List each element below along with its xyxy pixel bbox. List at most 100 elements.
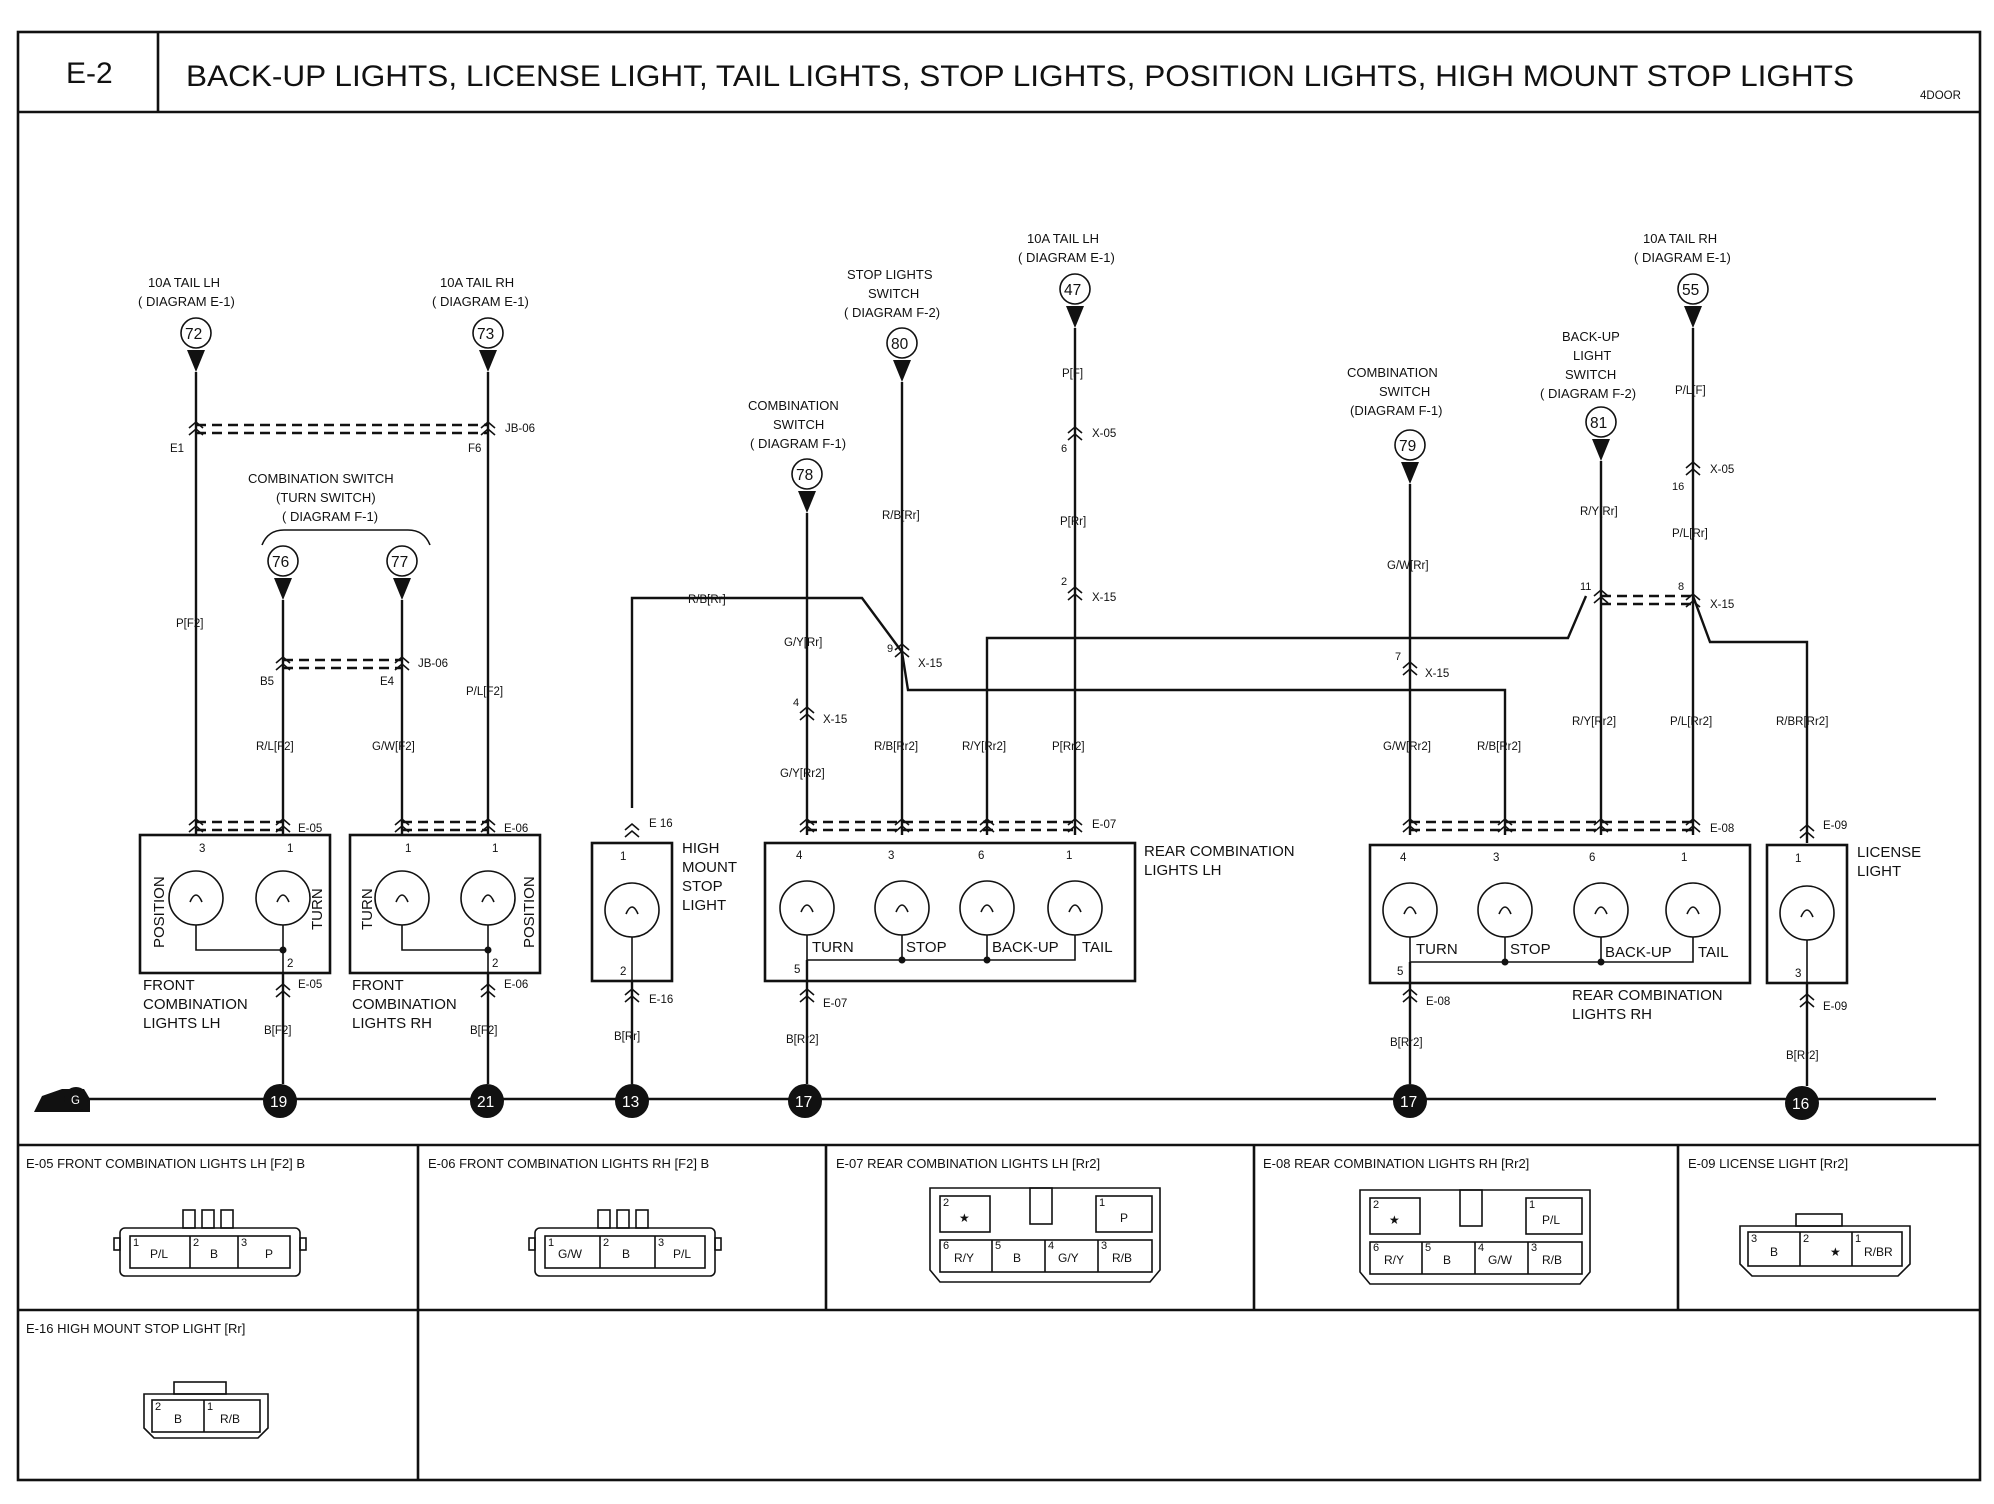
ground-point-21: 21	[470, 1084, 504, 1118]
svg-text:★: ★	[1830, 1245, 1841, 1259]
wire-g-w-rr: G/W[Rr]	[1387, 560, 1429, 572]
svg-text:E-09: E-09	[1823, 1001, 1847, 1013]
svg-text:★: ★	[959, 1211, 970, 1225]
svg-text:STOP LIGHTS: STOP LIGHTS	[847, 267, 933, 282]
svg-text:16: 16	[1792, 1096, 1809, 1113]
svg-text:B[F2]: B[F2]	[470, 1025, 497, 1037]
wire-p-l-f2: P/L[F2]	[466, 686, 503, 698]
svg-text:(TURN SWITCH): (TURN SWITCH)	[276, 490, 376, 505]
svg-text:10A TAIL RH: 10A TAIL RH	[1643, 231, 1717, 246]
source-72: 10A TAIL LH ( DIAGRAM E-1) 72	[138, 275, 235, 372]
conn-jb06-mid: JB-06	[418, 658, 448, 670]
svg-text:E-07: E-07	[1092, 819, 1116, 831]
svg-text:E-06: E-06	[504, 979, 528, 991]
svg-text:E-06 FRONT COMBINATION LIGHTS: E-06 FRONT COMBINATION LIGHTS RH [F2] B	[428, 1156, 709, 1171]
wire-p-l-rr2: P/L[Rr2]	[1670, 716, 1712, 728]
legend-e06: E-06 FRONT COMBINATION LIGHTS RH [F2] B …	[428, 1156, 722, 1277]
svg-text:( DIAGRAM E-1): ( DIAGRAM E-1)	[1018, 250, 1115, 265]
svg-text:1: 1	[1066, 850, 1072, 862]
svg-text:1: 1	[133, 1237, 139, 1249]
svg-text:E-08: E-08	[1710, 823, 1734, 835]
svg-text:TURN: TURN	[359, 888, 376, 930]
svg-text:3: 3	[888, 850, 894, 862]
svg-text:E-09: E-09	[1823, 820, 1847, 832]
svg-text:R/B: R/B	[1112, 1251, 1132, 1265]
ground-point-17-left: 17	[788, 1084, 822, 1118]
conn-x15-2: X-15	[1092, 592, 1116, 604]
svg-text:1: 1	[1099, 1197, 1105, 1209]
svg-text:2: 2	[620, 966, 626, 978]
svg-text:6: 6	[1373, 1242, 1379, 1254]
wire-r-b-rr2-right: R/B[Rr2]	[1477, 741, 1521, 753]
svg-text:( DIAGRAM E-1): ( DIAGRAM E-1)	[138, 294, 235, 309]
wire-r-y-rr2-left: R/Y[Rr2]	[962, 741, 1006, 753]
svg-text:B[Rr2]: B[Rr2]	[1390, 1037, 1423, 1049]
svg-text:REAR COMBINATION: REAR COMBINATION	[1572, 987, 1723, 1004]
wire-g-w-f2: G/W[F2]	[372, 741, 415, 753]
svg-text:( DIAGRAM F-2): ( DIAGRAM F-2)	[844, 305, 940, 320]
svg-text:E-07 REAR COMBINATION LIGHTS L: E-07 REAR COMBINATION LIGHTS LH [Rr2]	[836, 1156, 1100, 1171]
svg-text:5: 5	[1397, 966, 1403, 978]
svg-text:3: 3	[1795, 968, 1801, 980]
svg-text:E-16 HIGH MOUNT STOP LIGHT [Rr: E-16 HIGH MOUNT STOP LIGHT [Rr]	[26, 1321, 245, 1336]
svg-text:P: P	[265, 1247, 273, 1261]
svg-text:G/W: G/W	[1488, 1253, 1513, 1267]
svg-text:MOUNT: MOUNT	[682, 859, 737, 876]
svg-text:B[Rr2]: B[Rr2]	[786, 1034, 819, 1046]
svg-text:19: 19	[270, 1094, 287, 1111]
svg-text:P/L: P/L	[673, 1247, 691, 1261]
pin-7: 7	[1395, 651, 1401, 663]
svg-text:FRONT: FRONT	[143, 977, 195, 994]
wire-p-rr: P[Rr]	[1060, 516, 1086, 528]
outer-frame	[16, 30, 1982, 1482]
svg-text:LIGHTS LH: LIGHTS LH	[143, 1015, 221, 1032]
svg-text:3: 3	[658, 1237, 664, 1249]
svg-text:2: 2	[943, 1197, 949, 1209]
svg-text:COMBINATION: COMBINATION	[748, 398, 839, 413]
svg-text:4: 4	[796, 850, 803, 862]
connector-legend-grid	[18, 1143, 1980, 1480]
svg-text:REAR COMBINATION: REAR COMBINATION	[1144, 843, 1295, 860]
wire-g-y-rr2: G/Y[Rr2]	[780, 768, 825, 780]
svg-text:STOP: STOP	[906, 939, 947, 956]
source-77: 77	[386, 545, 418, 600]
svg-text:2: 2	[1373, 1199, 1379, 1211]
svg-text:4: 4	[1478, 1242, 1484, 1254]
svg-text:R/BR: R/BR	[1864, 1245, 1893, 1259]
svg-text:1: 1	[1795, 853, 1801, 865]
conn-e1: E1	[170, 443, 184, 455]
svg-text:BACK-UP: BACK-UP	[1562, 329, 1620, 344]
svg-text:BACK-UP: BACK-UP	[1605, 944, 1672, 961]
legend-e07: E-07 REAR COMBINATION LIGHTS LH [Rr2] 2 …	[836, 1156, 1161, 1283]
conn-b5: B5	[260, 676, 274, 688]
legend-e09: E-09 LICENSE LIGHT [Rr2] 3 B 2 ★ 1 R/BR	[1688, 1156, 1911, 1277]
turn-switch-label: COMBINATION SWITCH (TURN SWITCH) ( DIAGR…	[248, 471, 431, 546]
svg-text:( DIAGRAM E-1): ( DIAGRAM E-1)	[432, 294, 529, 309]
source-47: 10A TAIL LH ( DIAGRAM E-1) 47	[1018, 231, 1115, 328]
wire-r-br-rr2: R/BR[Rr2]	[1776, 716, 1828, 728]
svg-text:17: 17	[795, 1094, 812, 1111]
svg-text:76: 76	[272, 554, 289, 571]
svg-text:B: B	[1013, 1251, 1021, 1265]
svg-text:STOP: STOP	[1510, 941, 1551, 958]
conn-e4: E4	[380, 676, 395, 688]
pin-16: 16	[1672, 481, 1684, 493]
svg-text:E-05: E-05	[298, 823, 322, 835]
svg-text:E-05: E-05	[298, 979, 322, 991]
svg-text:LIGHT: LIGHT	[1857, 863, 1901, 880]
ground-point-13: 13	[615, 1084, 649, 1118]
svg-text:1: 1	[1529, 1199, 1535, 1211]
wire-p-f: P[F]	[1062, 368, 1083, 380]
ground-label: G	[71, 1095, 80, 1107]
conn-x15-11-8: X-15	[1710, 599, 1734, 611]
svg-text:3: 3	[1101, 1240, 1107, 1252]
svg-text:5: 5	[1425, 1242, 1431, 1254]
svg-text:B: B	[174, 1412, 182, 1426]
conn-jb06-top: JB-06	[505, 423, 535, 435]
svg-text:LIGHTS RH: LIGHTS RH	[352, 1015, 432, 1032]
svg-text:47: 47	[1064, 282, 1081, 299]
wire-r-y-rr2-right: R/Y[Rr2]	[1572, 716, 1616, 728]
svg-text:FRONT: FRONT	[352, 977, 404, 994]
legend-e08: E-08 REAR COMBINATION LIGHTS RH [Rr2] 2 …	[1263, 1156, 1591, 1285]
source-78: COMBINATION SWITCH ( DIAGRAM F-1) 78	[748, 398, 846, 513]
